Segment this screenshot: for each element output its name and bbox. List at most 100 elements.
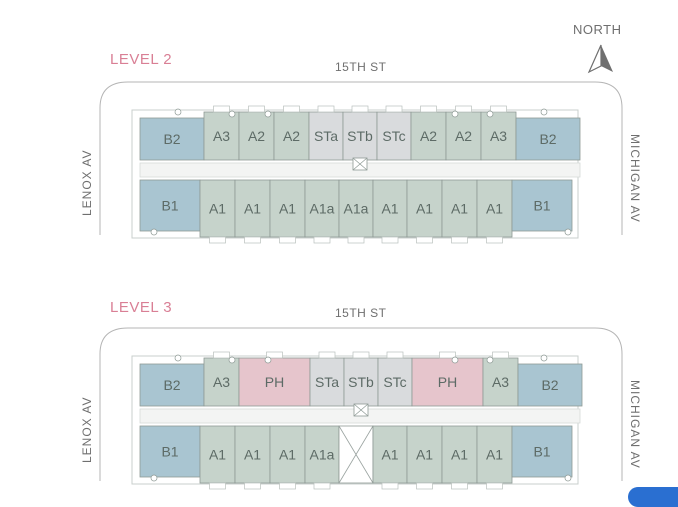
balcony-tab <box>451 482 468 490</box>
bottom-unit-label-3: A1 <box>279 201 296 217</box>
fixture-symbol <box>486 110 494 118</box>
site-boundary <box>99 81 623 235</box>
top-unit-label-8: A2 <box>455 128 472 144</box>
bottom-unit-label-9: A1 <box>486 201 503 217</box>
bottom-unit-label-2: A1 <box>244 201 261 217</box>
bottom-unit-label-9: A1 <box>486 447 503 463</box>
balcony-tab <box>416 236 433 244</box>
fixture-symbol <box>486 356 494 364</box>
balcony-tab <box>486 482 503 490</box>
top-unit-label-6: PH <box>438 374 457 390</box>
bottom-unit-label-10: B1 <box>533 198 550 214</box>
balcony-tab <box>420 105 437 113</box>
top-unit-label-7: A2 <box>420 128 437 144</box>
balcony-tab <box>248 105 265 113</box>
bottom-unit-10 <box>511 179 573 232</box>
bottom-unit-2 <box>234 425 271 484</box>
top-unit-5 <box>342 111 378 161</box>
top-unit-0 <box>139 117 205 161</box>
balcony-tab <box>209 482 226 490</box>
fixture-symbol <box>451 110 459 118</box>
top-unit-label-1: A3 <box>213 374 230 390</box>
top-unit-label-10: B2 <box>539 131 556 147</box>
balcony-tab <box>381 482 399 490</box>
balcony-tab <box>279 482 296 490</box>
level-2-north-street: 15TH ST <box>335 60 387 74</box>
chat-widget-button[interactable] <box>628 487 678 507</box>
top-unit-label-2: A2 <box>248 128 265 144</box>
balcony-tab <box>317 105 335 113</box>
top-unit-label-0: B2 <box>163 131 180 147</box>
top-unit-label-5: STb <box>347 128 373 144</box>
bottom-unit-label-7: A1 <box>416 201 433 217</box>
top-unit-label-3: A2 <box>283 128 300 144</box>
top-unit-8 <box>517 363 583 407</box>
fixture-symbol <box>150 474 158 482</box>
top-unit-label-5: STc <box>383 374 406 390</box>
top-unit-label-0: B2 <box>163 377 180 393</box>
fixture-symbol <box>264 110 272 118</box>
bottom-unit-7 <box>406 425 443 484</box>
top-unit-2 <box>238 357 311 407</box>
top-unit-label-3: STa <box>315 374 339 390</box>
bottom-unit-1 <box>199 425 236 484</box>
level-3-title: LEVEL 3 <box>110 299 173 316</box>
north-arrow-icon <box>587 44 613 74</box>
fixture-symbol <box>564 228 572 236</box>
balcony-tab <box>386 351 404 359</box>
top-unit-1 <box>203 111 240 161</box>
balcony-tab <box>313 236 331 244</box>
bottom-unit-5 <box>338 179 374 238</box>
bottom-unit-4 <box>304 425 340 484</box>
fixture-symbol <box>228 356 236 364</box>
bottom-unit-label-6: A1 <box>381 447 398 463</box>
bottom-unit-label-0: B1 <box>161 444 178 460</box>
bottom-unit-label-4: A1a <box>310 447 335 463</box>
balcony-tab <box>439 351 456 359</box>
bottom-unit-2 <box>234 179 271 238</box>
top-unit-label-4: STb <box>348 374 374 390</box>
balcony-tab <box>279 236 296 244</box>
bottom-unit-label-7: A1 <box>416 447 433 463</box>
bottom-unit-label-0: B1 <box>161 198 178 214</box>
bottom-unit-0 <box>139 425 201 478</box>
balcony-tab <box>486 236 503 244</box>
balcony-tab <box>209 236 226 244</box>
top-unit-0 <box>139 363 205 407</box>
balcony-tab <box>490 105 507 113</box>
fixture-symbol <box>228 110 236 118</box>
bottom-unit-label-4: A1a <box>310 201 335 217</box>
top-unit-6 <box>411 357 484 407</box>
level-3-north-street: 15TH ST <box>335 306 387 320</box>
balcony-tab <box>213 351 230 359</box>
top-unit-4 <box>343 357 379 407</box>
balcony-tab <box>416 482 433 490</box>
bottom-unit-label-3: A1 <box>279 447 296 463</box>
balcony-tab <box>352 351 370 359</box>
balcony-tab <box>351 105 369 113</box>
balcony-tab <box>244 482 261 490</box>
fixture-symbol <box>540 354 548 362</box>
balcony-tab <box>318 351 336 359</box>
balcony-tab <box>347 236 365 244</box>
elevator-core-line <box>338 425 374 484</box>
bottom-unit-7 <box>406 179 443 238</box>
top-unit-7 <box>482 357 519 407</box>
level-2-title: LEVEL 2 <box>110 51 173 68</box>
bottom-unit-1 <box>199 179 236 238</box>
bottom-unit-label-1: A1 <box>209 201 226 217</box>
balcony-tab <box>213 105 230 113</box>
top-unit-9 <box>480 111 517 161</box>
fixture-symbol <box>150 228 158 236</box>
top-unit-label-4: STa <box>314 128 338 144</box>
bottom-unit-6 <box>372 425 408 484</box>
bottom-unit-label-1: A1 <box>209 447 226 463</box>
balcony-tab <box>455 105 472 113</box>
fixture-symbol <box>264 356 272 364</box>
fixture-symbol <box>174 108 182 116</box>
balcony-tab <box>244 236 261 244</box>
balcony-tab <box>385 105 403 113</box>
top-unit-2 <box>238 111 275 161</box>
bottom-unit-label-8: A1 <box>451 201 468 217</box>
